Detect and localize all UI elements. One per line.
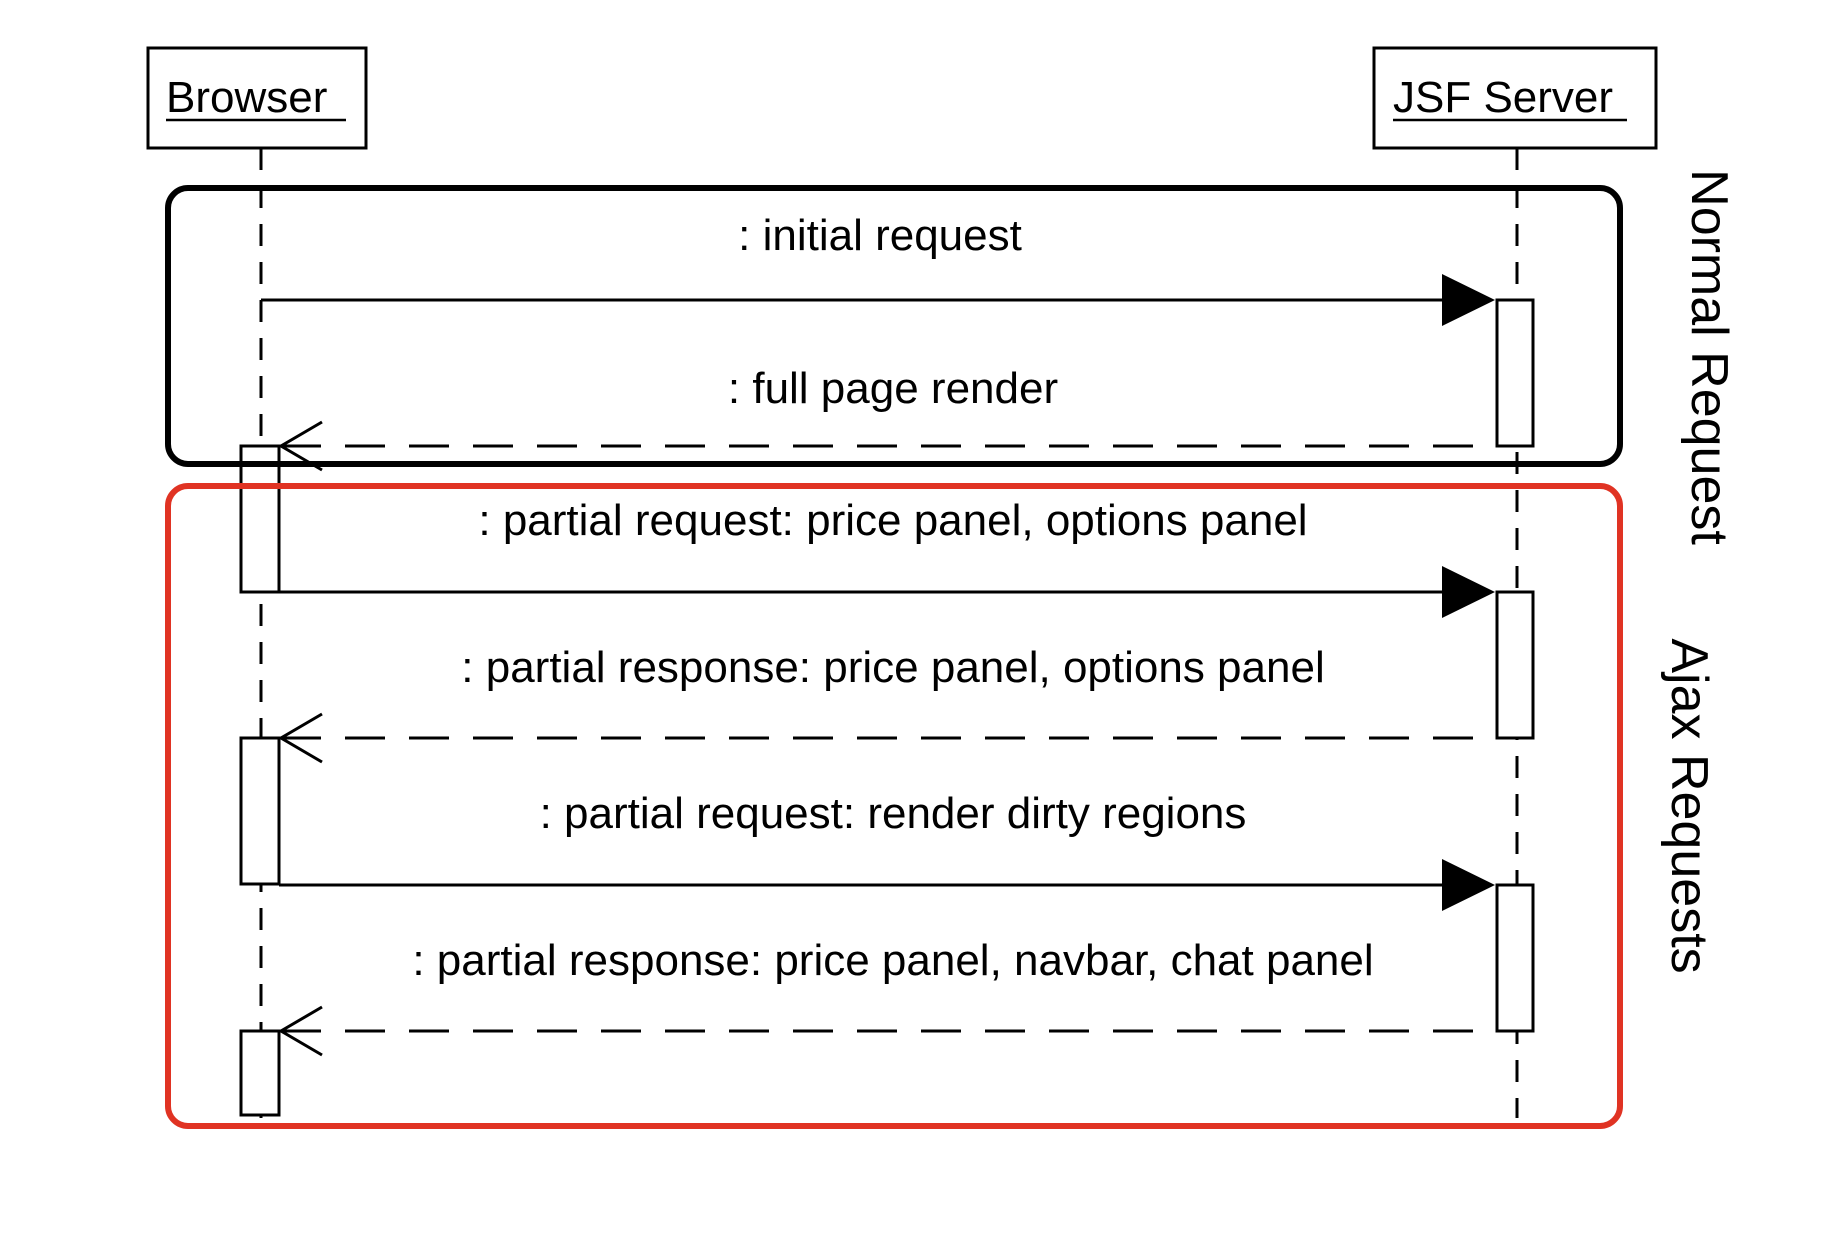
participant-server-label: JSF Server (1393, 73, 1613, 122)
participant-browser-label: Browser (166, 73, 327, 122)
activation-server-3 (1495, 883, 1535, 1033)
fragment-normal-request (165, 185, 1623, 467)
activation-browser-2 (239, 736, 281, 886)
message-initial-request: : initial request (261, 211, 1495, 326)
participant-server: JSF Server (1372, 46, 1658, 150)
message-partial-request-1: : partial request: price panel, options … (279, 496, 1495, 618)
message-partial-response-2: : partial response: price panel, navbar,… (278, 936, 1497, 1057)
activation-browser-1 (239, 444, 281, 594)
fragment-normal-request-label: Normal Request (1680, 169, 1738, 545)
message-full-page-render: : full page render (278, 364, 1497, 472)
activation-browser-3 (239, 1029, 281, 1117)
fragment-ajax-requests-label: Ajax Requests (1660, 638, 1718, 973)
fragment-ajax-requests (165, 483, 1623, 1129)
message-partial-response-1-label: : partial response: price panel, options… (461, 643, 1324, 692)
message-partial-request-2-label: : partial request: render dirty regions (540, 789, 1247, 838)
activation-server-1 (1495, 298, 1535, 448)
message-partial-request-1-label: : partial request: price panel, options … (478, 496, 1307, 545)
message-initial-request-label: : initial request (738, 211, 1022, 260)
message-partial-response-1: : partial response: price panel, options… (278, 643, 1497, 764)
activation-server-2 (1495, 590, 1535, 740)
message-full-page-render-label: : full page render (728, 364, 1058, 413)
message-partial-response-2-label: : partial response: price panel, navbar,… (412, 936, 1373, 985)
message-partial-request-2: : partial request: render dirty regions (279, 789, 1495, 911)
participant-browser: Browser (146, 46, 368, 150)
